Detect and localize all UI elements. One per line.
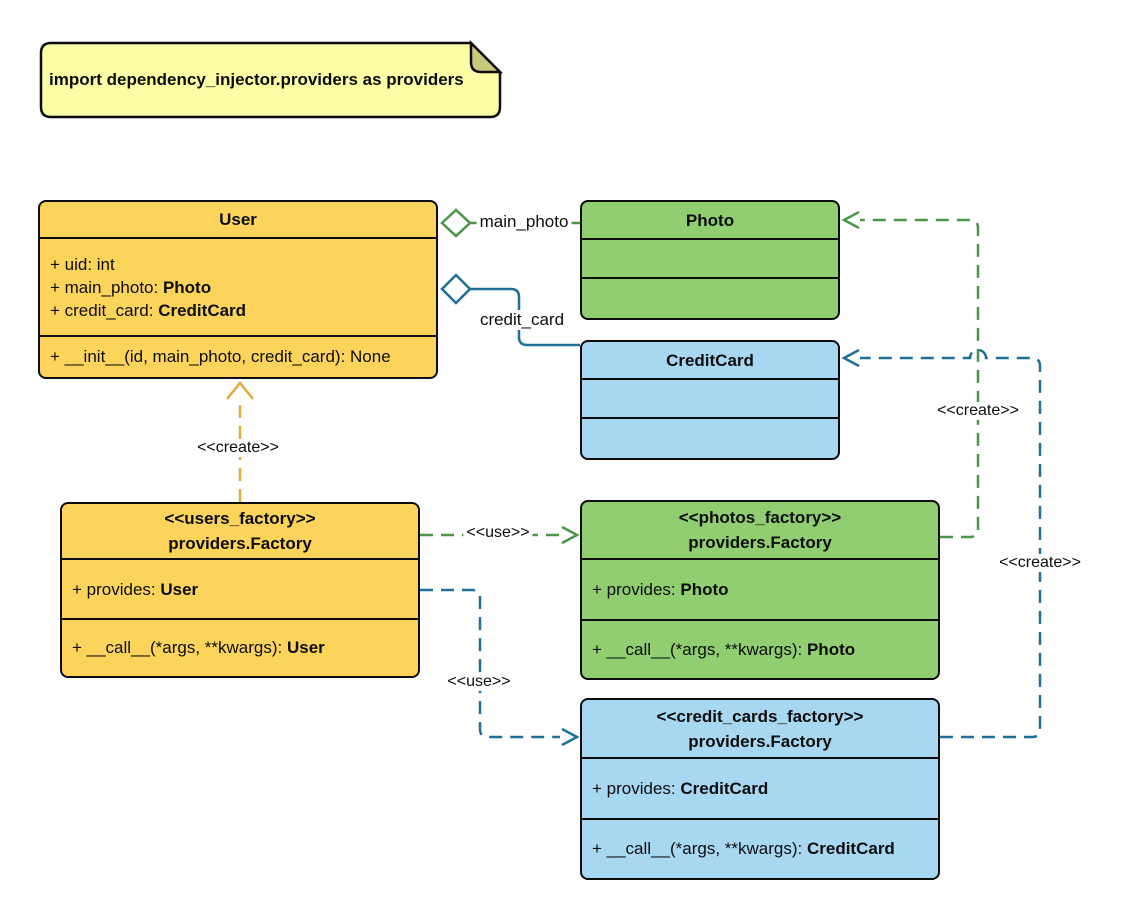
member-line: + provides: CreditCard (592, 779, 769, 798)
class-title-line: CreditCard (666, 350, 754, 370)
class-stereotype-line: <<photos_factory>> (678, 508, 842, 527)
aggregation-diamond-icon (440, 208, 472, 238)
note-shape (39, 39, 504, 119)
note-body (39, 41, 502, 119)
edge-users-factory-uses-credit-cards-factory (420, 588, 580, 747)
edge-credit-cards-factory-creates-creditcard (841, 348, 1042, 739)
member-line: + provides: Photo (592, 580, 729, 599)
arrowhead-icon (841, 210, 860, 230)
class-title: <<users_factory>> providers.Factory (62, 504, 418, 558)
attributes-compartment (582, 238, 838, 277)
arrowhead-icon (561, 727, 580, 747)
arrowhead-icon (841, 348, 860, 368)
member-line: + __call__(*args, **kwargs): User (72, 638, 325, 657)
class-title-line: providers.Factory (688, 533, 832, 552)
attributes-compartment (582, 378, 838, 417)
attributes-compartment: + provides: CreditCard (582, 757, 938, 818)
class-title: User (40, 202, 436, 237)
class-box-credit-cards-factory: <<credit_cards_factory>> providers.Facto… (580, 698, 940, 880)
attributes-compartment: + uid: int + main_photo: Photo + credit_ca… (40, 237, 436, 335)
class-box-user: User + uid: int + main_photo: Photo + cred… (38, 200, 438, 379)
class-title-line: User (219, 210, 257, 229)
class-title: Photo (582, 202, 838, 238)
edge-label-create-user: <<create>> (194, 439, 282, 457)
member-line: + __call__(*args, **kwargs): Photo (592, 639, 856, 659)
arrowhead-icon (561, 525, 580, 545)
methods-compartment (582, 277, 838, 317)
methods-compartment: + __call__(*args, **kwargs): User (62, 618, 418, 675)
edge-label-create-photo: <<create>> (934, 402, 1022, 420)
methods-compartment: + __call__(*args, **kwargs): Photo (582, 619, 938, 677)
class-title: CreditCard (582, 342, 838, 378)
class-stereotype-line: <<credit_cards_factory>> (656, 706, 864, 726)
class-title-line: providers.Factory (688, 731, 832, 751)
aggregation-diamond-icon (440, 273, 472, 305)
edge-line (420, 588, 560, 739)
methods-compartment: + __call__(*args, **kwargs): CreditCard (582, 818, 938, 877)
class-title-line: Photo (685, 210, 735, 230)
member-line: + main_photo: Photo (50, 277, 212, 297)
edge-line (860, 218, 980, 539)
edge-label-main-photo: main_photo (476, 212, 572, 232)
arrowhead-icon (226, 381, 254, 400)
class-box-users-factory: <<users_factory>> providers.Factory + pr… (60, 502, 420, 678)
edge-photos-factory-creates-photo (841, 210, 980, 539)
edge-label-use-photos: <<use>> (463, 524, 533, 542)
member-line: + provides: User (72, 579, 199, 599)
note-fold-icon (469, 39, 504, 74)
edge-label-credit-card: credit_card (476, 310, 568, 330)
import-note: import dependency_injector.providers as … (38, 39, 505, 120)
member-line: + __init__(id, main_photo, credit_card):… (50, 347, 391, 366)
class-title-line: providers.Factory (168, 534, 312, 553)
class-title: <<photos_factory>> providers.Factory (582, 502, 938, 558)
class-stereotype-line: <<users_factory>> (164, 509, 316, 528)
class-title: <<credit_cards_factory>> providers.Facto… (582, 700, 938, 757)
note-text: import dependency_injector.providers as … (49, 70, 464, 89)
methods-compartment: + __init__(id, main_photo, credit_card):… (40, 335, 436, 376)
member-line: + __call__(*args, **kwargs): CreditCard (592, 839, 895, 858)
class-box-photo: Photo (580, 200, 840, 320)
member-line: + uid: int (50, 254, 115, 274)
class-box-creditcard: CreditCard (580, 340, 840, 460)
attributes-compartment: + provides: User (62, 558, 418, 618)
class-box-photos-factory: <<photos_factory>> providers.Factory + p… (580, 500, 940, 680)
attributes-compartment: + provides: Photo (582, 558, 938, 619)
methods-compartment (582, 417, 838, 457)
edge-label-use-credit-cards: <<use>> (444, 673, 514, 691)
member-line: + credit_card: CreditCard (50, 300, 247, 320)
edge-label-create-creditcard: <<create>> (996, 554, 1084, 572)
